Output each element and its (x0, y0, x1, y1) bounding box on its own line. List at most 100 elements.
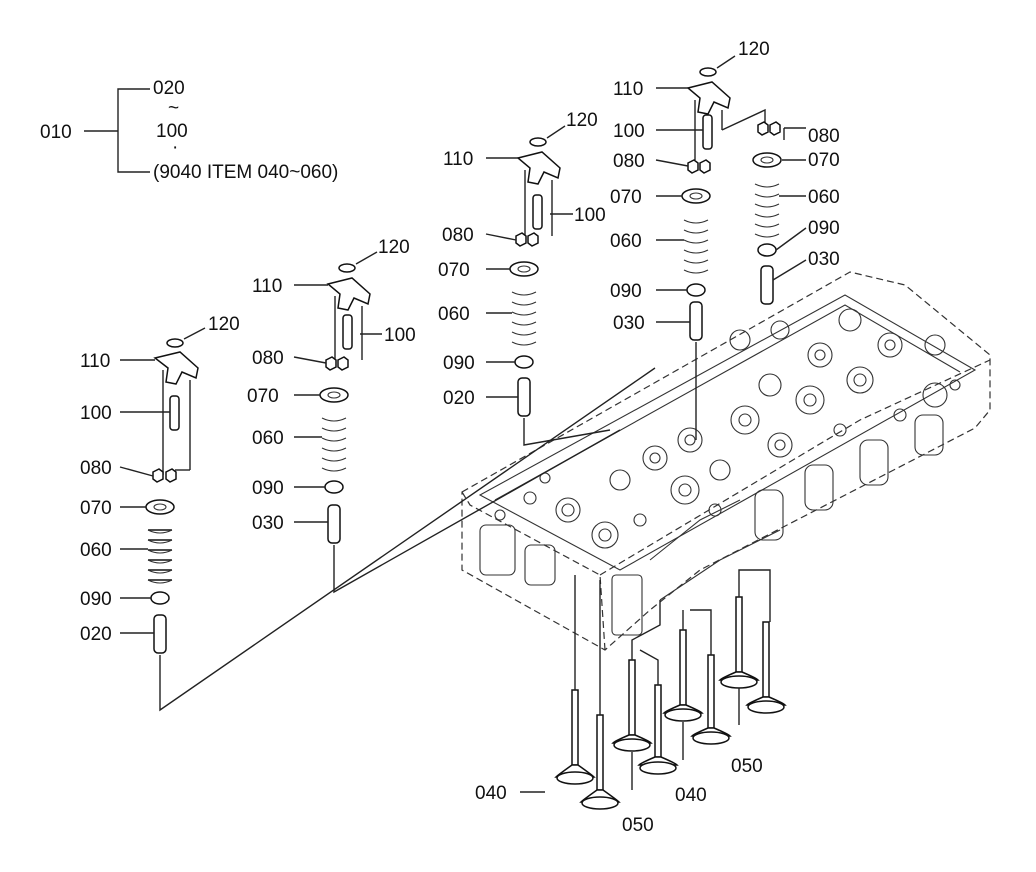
seal-090-icon (324, 480, 344, 494)
callout-070: 070 (80, 498, 112, 519)
rocker-110-icon (516, 151, 561, 185)
valve-040-icon (596, 714, 604, 791)
callout-120: 120 (208, 314, 240, 335)
callout-090: 090 (610, 281, 642, 302)
valve-050-icon (735, 596, 743, 673)
callout-070: 070 (438, 260, 470, 281)
rod-100-icon (169, 395, 180, 431)
legend-range-end: 100 (156, 121, 188, 142)
callout-060: 060 (808, 187, 840, 208)
cap-120-icon (699, 67, 717, 77)
valve-group-4: 120 110 100 080 070 060 090 030 (610, 39, 770, 440)
callout-070: 070 (808, 150, 840, 171)
legend-range-start: 020 (153, 78, 185, 99)
rocker-110-icon (686, 81, 731, 115)
legend-assembly-number: 010 (40, 122, 72, 143)
valve-050-icon (762, 621, 770, 698)
guide-030-icon (760, 265, 774, 305)
keeper-080-icon (325, 356, 349, 371)
callout-100: 100 (80, 403, 112, 424)
callout-060: 060 (80, 540, 112, 561)
callout-080: 080 (442, 225, 474, 246)
keeper-080-icon (687, 159, 711, 174)
spring-060-icon (321, 417, 347, 472)
retainer-070-icon (145, 499, 175, 515)
seal-090-icon (514, 355, 534, 369)
callout-100: 100 (613, 121, 645, 142)
guide-030-icon (689, 301, 703, 341)
callout-030: 030 (808, 249, 840, 270)
callout-060: 060 (252, 428, 284, 449)
guide-020-icon (153, 614, 167, 654)
spring-060-icon (683, 219, 709, 274)
valve-group-1: 120 110 100 080 070 060 090 020 (80, 314, 656, 712)
retainer-070-icon (319, 387, 349, 403)
retainer-070-icon (509, 261, 539, 277)
callout-110: 110 (613, 79, 643, 100)
guide-030-icon (327, 504, 341, 544)
valve-group-2: 120 110 100 080 070 060 090 030 (247, 237, 621, 594)
callout-110: 110 (443, 149, 473, 170)
callout-110: 110 (252, 276, 282, 297)
callout-050: 050 (622, 815, 654, 836)
retainer-070-icon (752, 152, 782, 168)
keeper-080-icon (515, 232, 539, 247)
spring-060-icon (148, 529, 172, 581)
cap-120-icon (529, 137, 547, 147)
callout-060: 060 (610, 231, 642, 252)
valve-group-3: 120 110 100 080 070 060 090 020 (438, 110, 611, 446)
valve-050-icon (628, 659, 636, 736)
keeper-080-icon (152, 468, 177, 483)
callout-070: 070 (610, 187, 642, 208)
callout-090: 090 (443, 353, 475, 374)
cap-120-icon (166, 338, 184, 348)
cylinder-head (461, 271, 991, 651)
valves: 040 050 040 050 (475, 569, 787, 836)
legend-note: (9040 ITEM 040~060) (153, 162, 338, 183)
rod-100-icon (342, 314, 353, 350)
callout-040: 040 (675, 785, 707, 806)
valve-040-icon (707, 654, 715, 729)
callout-050: 050 (731, 756, 763, 777)
cap-120-icon (338, 263, 356, 273)
callout-090: 090 (80, 589, 112, 610)
callout-100: 100 (574, 205, 606, 226)
callout-120: 120 (566, 110, 598, 131)
callout-080: 080 (613, 151, 645, 172)
guide-020-icon (517, 377, 531, 417)
valve-group-5: 080 070 060 090 030 (752, 121, 840, 305)
keeper-080-icon (757, 121, 781, 136)
callout-060: 060 (438, 304, 470, 325)
rod-100-icon (702, 114, 713, 150)
spring-060-icon (754, 183, 780, 238)
callout-080: 080 (808, 126, 840, 147)
spring-060-icon (511, 291, 537, 346)
callout-080: 080 (252, 348, 284, 369)
callout-090: 090 (808, 218, 840, 239)
callout-100: 100 (384, 325, 416, 346)
callout-080: 080 (80, 458, 112, 479)
callout-090: 090 (252, 478, 284, 499)
seal-090-icon (757, 243, 777, 257)
seal-090-icon (686, 283, 706, 297)
rocker-110-icon (153, 351, 199, 385)
valve-050-icon (654, 684, 662, 758)
retainer-070-icon (681, 188, 711, 204)
callout-120: 120 (738, 39, 770, 60)
legend: 010 020 ~ 100 · (9040 ITEM 040~060) (40, 78, 338, 183)
callout-030: 030 (252, 513, 284, 534)
callout-110: 110 (80, 351, 110, 372)
callout-030: 030 (613, 313, 645, 334)
valve-040-icon (679, 629, 687, 706)
rod-100-icon (532, 194, 543, 230)
callout-020: 020 (443, 388, 475, 409)
callout-020: 020 (80, 624, 112, 645)
callout-040: 040 (475, 783, 507, 804)
callout-070: 070 (247, 386, 279, 407)
rocker-110-icon (326, 277, 371, 311)
legend-tilde: ~ (168, 98, 179, 119)
legend-dot: · (172, 137, 178, 158)
seal-090-icon (150, 591, 170, 605)
